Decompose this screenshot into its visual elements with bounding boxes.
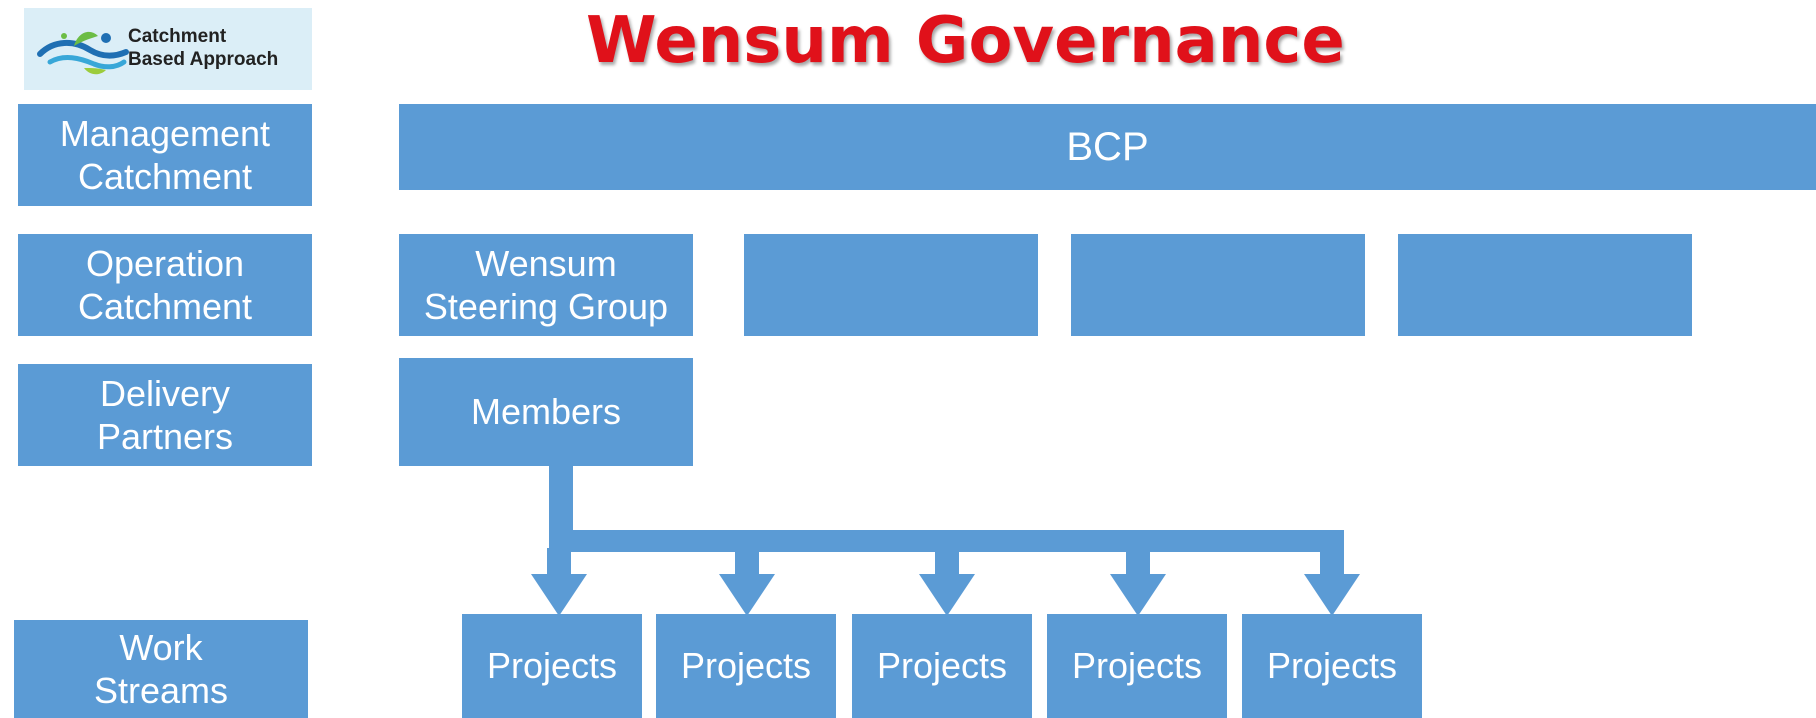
operation-catchment-box-blank xyxy=(744,234,1038,336)
operation-catchment-box-blank xyxy=(1071,234,1365,336)
project-box-5: Projects xyxy=(1242,614,1422,718)
wensum-steering-group-box: Wensum Steering Group xyxy=(399,234,693,336)
level-label: Delivery Partners xyxy=(96,372,234,457)
catchment-logo-icon xyxy=(37,31,129,75)
arrow-to-project-1 xyxy=(531,548,587,616)
members-label: Members xyxy=(470,391,622,433)
project-box-1: Projects xyxy=(462,614,642,718)
project-label: Projects xyxy=(680,645,812,687)
level-label: Management Catchment xyxy=(59,112,271,197)
bcp-label: BCP xyxy=(1066,125,1149,169)
diagram-title: Wensum Governance xyxy=(586,4,1345,78)
project-label: Projects xyxy=(1266,645,1398,687)
level-label: Work Streams xyxy=(93,626,229,711)
project-label: Projects xyxy=(876,645,1008,687)
level-operation-catchment: Operation Catchment xyxy=(18,234,312,336)
operation-catchment-box-blank xyxy=(1398,234,1692,336)
level-label: Operation Catchment xyxy=(77,242,253,327)
arrow-to-project-5 xyxy=(1304,548,1360,616)
cbap-logo: Catchment Based Approach xyxy=(24,8,312,90)
project-box-4: Projects xyxy=(1047,614,1227,718)
level-delivery-partners: Delivery Partners xyxy=(18,364,312,466)
arrow-to-project-2 xyxy=(719,548,775,616)
trunk-line xyxy=(549,466,573,548)
arrow-to-project-3 xyxy=(919,548,975,616)
project-box-3: Projects xyxy=(852,614,1032,718)
steering-group-label: Wensum Steering Group xyxy=(423,242,669,327)
bcp-box: BCP xyxy=(399,104,1816,190)
logo-text: Catchment Based Approach xyxy=(128,26,279,70)
project-box-2: Projects xyxy=(656,614,836,718)
arrow-to-project-4 xyxy=(1110,548,1166,616)
level-management-catchment: Management Catchment xyxy=(18,104,312,206)
project-label: Projects xyxy=(486,645,618,687)
bus-line xyxy=(549,530,1344,552)
level-work-streams: Work Streams xyxy=(14,620,308,718)
members-box: Members xyxy=(399,358,693,466)
project-label: Projects xyxy=(1071,645,1203,687)
